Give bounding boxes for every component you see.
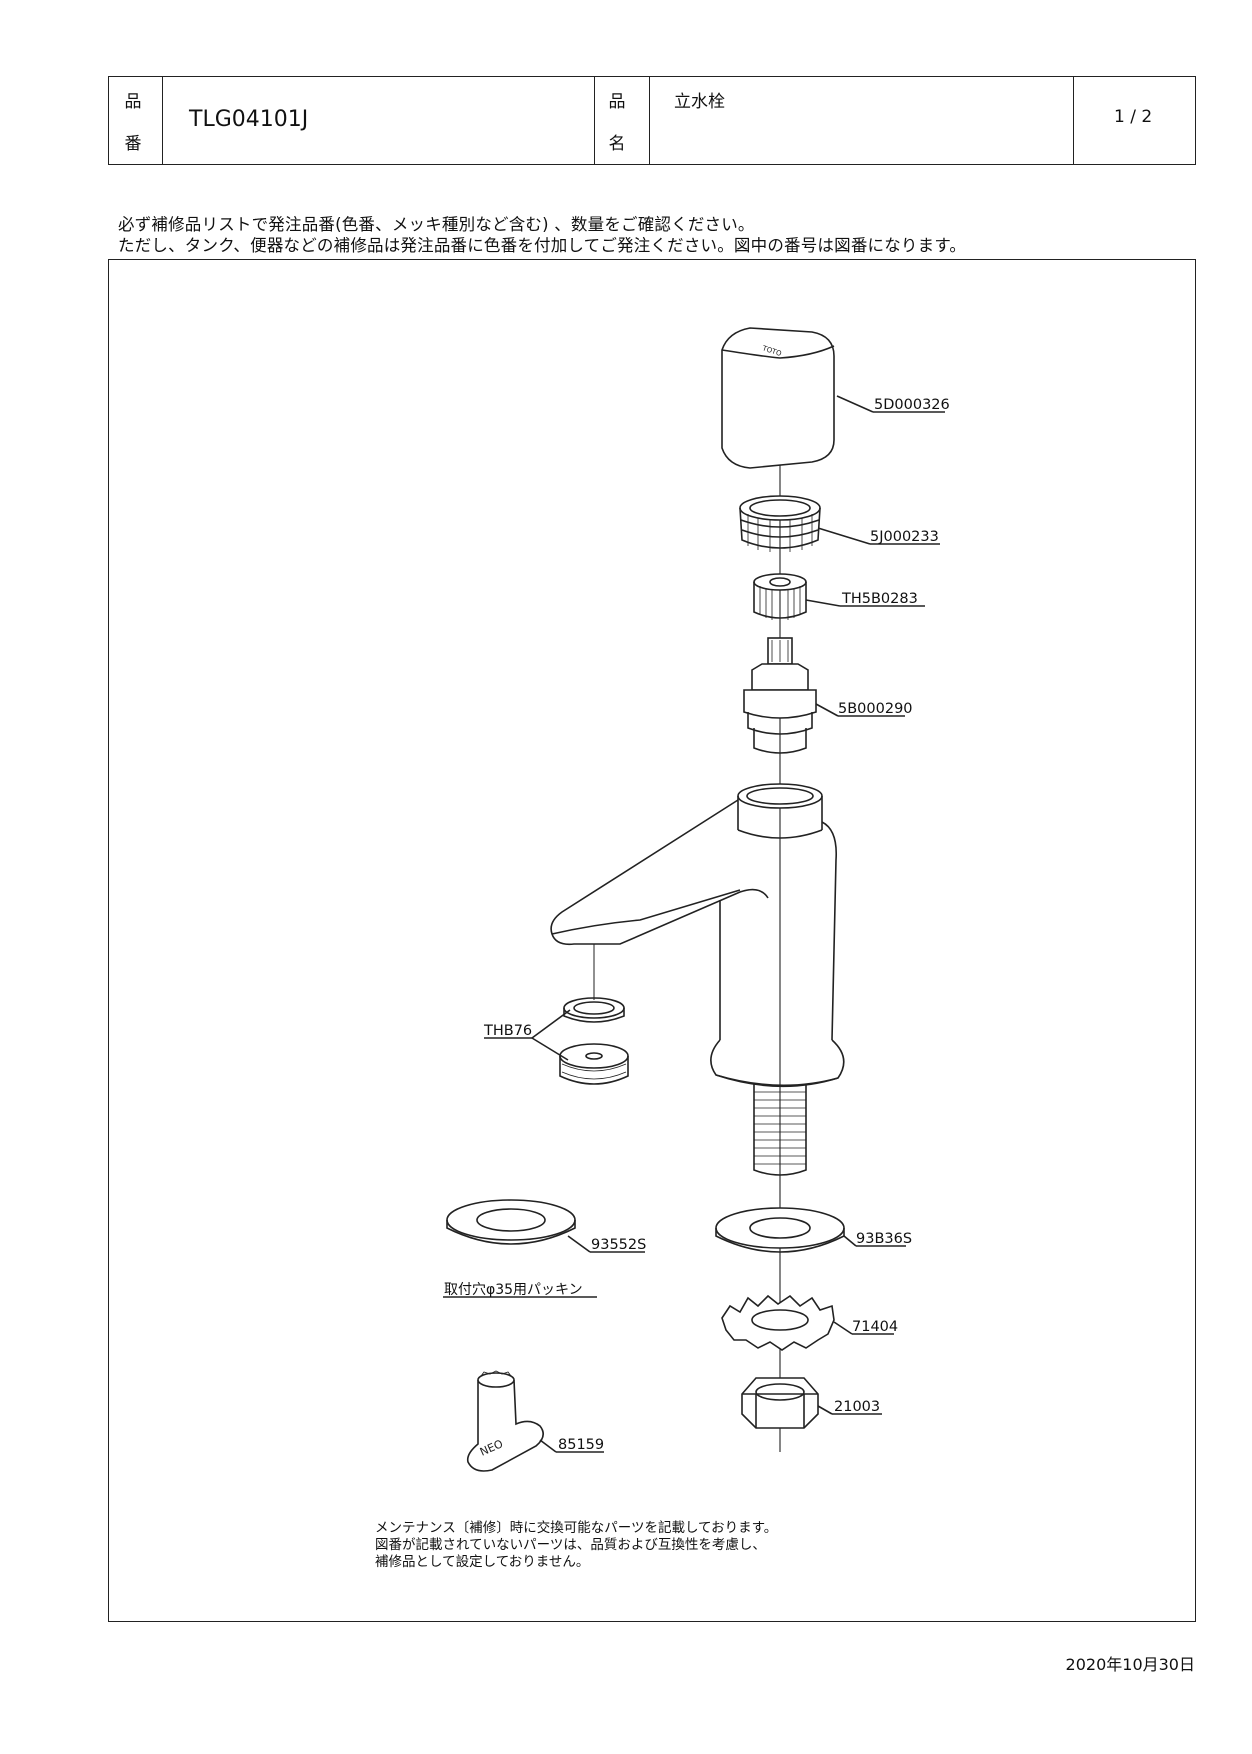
leader-lock-nut bbox=[817, 1405, 833, 1415]
leader-packing-35 bbox=[567, 1235, 591, 1253]
leader-handle bbox=[836, 395, 874, 413]
part-label-lock-washer: 71404 bbox=[852, 1319, 898, 1335]
leader-aerator bbox=[531, 1037, 569, 1061]
product-name-label-2: 名 bbox=[608, 134, 626, 154]
handle-drawing: TOTO bbox=[721, 327, 835, 469]
lock-nut-drawing bbox=[741, 1377, 819, 1429]
part-label-cartridge: 5B000290 bbox=[838, 701, 913, 717]
part-label-spline: TH5B0283 bbox=[841, 591, 918, 607]
washer-drawing bbox=[715, 1207, 845, 1253]
part-label-washer: 93B36S bbox=[856, 1231, 912, 1247]
header-divider bbox=[649, 77, 650, 164]
part-label-handle: 5D000326 bbox=[874, 397, 950, 413]
cartridge-drawing bbox=[743, 637, 817, 754]
header-divider bbox=[594, 77, 595, 164]
part-label-cap-nut: 5J000233 bbox=[870, 529, 939, 545]
part-label-aerator: THB76 bbox=[483, 1023, 532, 1039]
packing-caption: 取付穴φ35用パッキン bbox=[444, 1282, 583, 1298]
part-label-lock-nut: 21003 bbox=[834, 1399, 880, 1415]
leader-cap-nut bbox=[817, 527, 871, 545]
footnote-line-3: 補修品として設定しておりません。 bbox=[375, 1554, 589, 1570]
cap-nut-drawing bbox=[739, 495, 821, 552]
product-name-label-1: 品 bbox=[608, 92, 626, 112]
header-divider bbox=[162, 77, 163, 164]
product-number: TLG04101J bbox=[189, 107, 309, 132]
faucet-body-drawing bbox=[550, 783, 845, 1176]
note-line-1: 必ず補修品リストで発注品番(色番、メッキ種別など含む) 、数量をご確認ください。 bbox=[118, 215, 755, 234]
leader-aerator bbox=[531, 1009, 571, 1039]
issue-date: 2020年10月30日 bbox=[1065, 1655, 1195, 1674]
product-no-label-1: 品 bbox=[124, 92, 142, 112]
leader-spline bbox=[805, 599, 841, 607]
header-divider bbox=[1073, 77, 1074, 164]
product-no-label-2: 番 bbox=[124, 134, 142, 154]
footnote-line-2: 図番が記載されていないパーツは、品質および互換性を考慮し、 bbox=[375, 1536, 766, 1553]
leader-cartridge bbox=[815, 703, 839, 717]
header-table: 品 番 TLG04101J 品 名 立水栓 1 / 2 bbox=[108, 76, 1196, 165]
spline-adapter-drawing bbox=[753, 573, 807, 620]
wrench-drawing: NEO bbox=[466, 1370, 544, 1472]
part-label-packing-35: 93552S bbox=[591, 1237, 646, 1253]
leader-wrench bbox=[539, 1439, 557, 1453]
aerator-drawing bbox=[559, 944, 629, 1085]
leader-washer bbox=[843, 1235, 857, 1247]
drawing-frame bbox=[108, 259, 1196, 1622]
part-label-wrench: 85159 bbox=[558, 1437, 604, 1453]
lock-washer-drawing bbox=[721, 1294, 835, 1351]
page-indicator: 1 / 2 bbox=[1114, 107, 1153, 127]
product-name: 立水栓 bbox=[674, 92, 725, 112]
packing-35-drawing bbox=[446, 1199, 576, 1245]
note-line-2: ただし、タンク、便器などの補修品は発注品番に色番を付加してご発注ください。図中の… bbox=[118, 236, 967, 255]
footnote-line-1: メンテナンス〔補修〕時に交換可能なパーツを記載しております。 bbox=[375, 1519, 777, 1536]
leader-lock-washer bbox=[833, 1321, 853, 1335]
